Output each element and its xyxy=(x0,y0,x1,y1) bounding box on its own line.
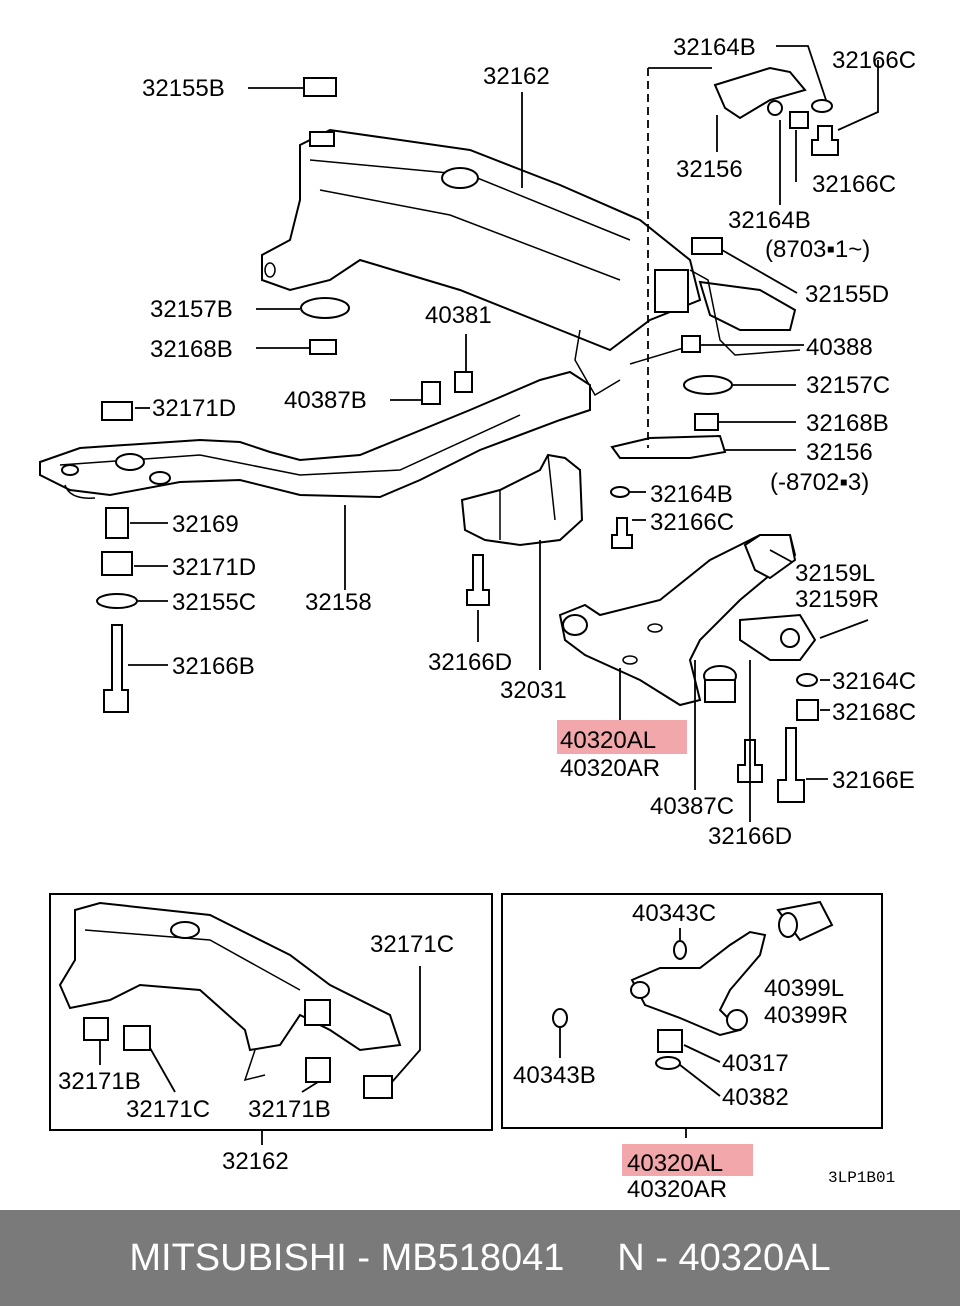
label-32162: 32162 xyxy=(483,63,550,90)
label-32171d-b: 32171D xyxy=(172,554,256,581)
bracket-32031 xyxy=(460,453,584,547)
label-date-8702: (-8702▪3) xyxy=(770,469,869,496)
label-32166d: 32166D xyxy=(428,649,512,676)
label-40320al-b: 40320AL xyxy=(627,1150,723,1177)
label-40320al: 40320AL xyxy=(560,727,656,754)
label-32155d: 32155D xyxy=(805,281,889,308)
label-40387c: 40387C xyxy=(650,793,734,820)
label-40388: 40388 xyxy=(806,334,873,361)
label-32168c: 32168C xyxy=(832,699,916,726)
label-32168b-b: 32168B xyxy=(806,410,889,437)
label-40320ar: 40320AR xyxy=(560,755,660,782)
label-32158: 32158 xyxy=(305,589,372,616)
label-32171c-b: 32171C xyxy=(126,1096,210,1123)
inset-box-left xyxy=(49,893,493,1131)
footer-ref: N - 40320AL xyxy=(617,1236,831,1279)
label-40343c: 40343C xyxy=(632,900,716,927)
label-32171b: 32171B xyxy=(58,1068,141,1095)
rear-member-32158 xyxy=(39,370,591,499)
part-footer: MITSUBISHI - MB518041 N - 40320AL xyxy=(0,1210,960,1306)
label-32171b-b: 32171B xyxy=(248,1096,331,1123)
label-32155c: 32155C xyxy=(172,589,256,616)
label-32166c: 32166C xyxy=(832,47,916,74)
inset-leaders-right xyxy=(559,928,721,1138)
crossmember-32162 xyxy=(261,128,702,397)
label-32166c-c: 32166C xyxy=(650,509,734,536)
label-32166d-b: 32166D xyxy=(708,823,792,850)
footer-gap xyxy=(564,1237,617,1280)
label-32162-b: 32162 xyxy=(222,1148,289,1175)
label-32166b: 32166B xyxy=(172,653,255,680)
lower-arm-40320 xyxy=(558,534,817,707)
label-date-8703: (8703▪1~) xyxy=(765,236,870,263)
label-40387b: 40387B xyxy=(284,387,367,414)
label-32164c: 32164C xyxy=(832,668,916,695)
inset-leaders-left xyxy=(99,966,421,1145)
label-40343b: 40343B xyxy=(513,1062,596,1089)
label-32156: 32156 xyxy=(676,156,743,183)
small-parts-upper xyxy=(96,66,839,803)
label-32031: 32031 xyxy=(500,677,567,704)
label-32166e: 32166E xyxy=(832,767,915,794)
label-40399l: 40399L xyxy=(764,975,844,1002)
label-32168b: 32168B xyxy=(150,336,233,363)
inset-box-right xyxy=(501,893,883,1129)
label-40382: 40382 xyxy=(722,1084,789,1111)
label-32169: 32169 xyxy=(172,511,239,538)
label-32156-b: 32156 xyxy=(806,439,873,466)
label-32157c: 32157C xyxy=(806,372,890,399)
label-40399r: 40399R xyxy=(764,1002,848,1029)
label-32159l: 32159L xyxy=(795,560,875,587)
inset-bushings xyxy=(83,1017,393,1099)
inset-lower-arm xyxy=(552,900,834,1070)
footer-part-number: MB518041 xyxy=(380,1236,565,1279)
leader-lines-upper xyxy=(128,45,879,822)
label-32164b-c: 32164B xyxy=(650,481,733,508)
label-32155b: 32155B xyxy=(142,75,225,102)
label-32164b: 32164B xyxy=(673,34,756,61)
label-40381: 40381 xyxy=(425,302,492,329)
label-40320ar-b: 40320AR xyxy=(627,1176,727,1203)
label-40317: 40317 xyxy=(722,1050,789,1077)
label-diagram-code: 3LP1B01 xyxy=(828,1169,895,1187)
label-32164b-b: 32164B xyxy=(728,207,811,234)
label-32159r: 32159R xyxy=(795,586,879,613)
label-32171d: 32171D xyxy=(152,395,236,422)
labels: 32155B 32162 32164B 32166C 32156 32166C … xyxy=(58,34,916,1203)
inset-crossmember xyxy=(58,901,402,1082)
highlight-40320al-lower xyxy=(622,1144,753,1176)
label-32171c: 32171C xyxy=(370,931,454,958)
label-32166c-b: 32166C xyxy=(812,171,896,198)
parts-diagram: 32155B 32162 32164B 32166C 32156 32166C … xyxy=(39,34,916,1203)
label-32157b: 32157B xyxy=(150,296,233,323)
footer-brand: MITSUBISHI xyxy=(129,1236,347,1279)
footer-separator: - xyxy=(346,1236,381,1279)
highlight-40320al-upper xyxy=(557,720,687,754)
